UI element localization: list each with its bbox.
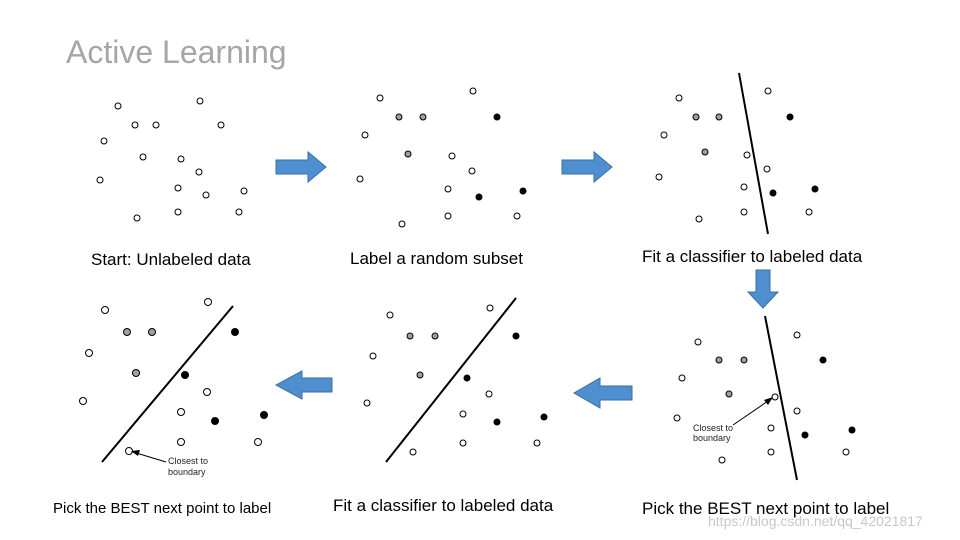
panel-6-pointer-arrow: [732, 398, 772, 426]
panel-5-caption: Fit a classifier to labeled data: [333, 496, 554, 515]
panel-4-pointer-head: [131, 450, 140, 456]
arrow-right-2: [561, 150, 613, 184]
panel-3-caption: Fit a classifier to labeled data: [642, 247, 863, 266]
panel-4-decision-boundary: [101, 305, 234, 463]
panel-4-annotation-line-2: boundary: [168, 467, 206, 477]
panel-3-points: [655, 87, 819, 223]
panel-6-annotation-line-1: Closest to: [693, 423, 733, 433]
panel-4-caption: Pick the BEST next point to label: [53, 500, 272, 517]
page-title: Active Learning: [66, 34, 287, 70]
panel-2-points: [356, 87, 527, 228]
panel-3-decision-boundary: [738, 72, 769, 235]
panel-6-caption: Pick the BEST next point to label: [642, 499, 890, 518]
panel-1-caption: Start: Unlabeled data: [91, 250, 251, 269]
panel-4-points: [79, 298, 268, 455]
arrow-down: [746, 269, 780, 309]
panel-6-annotation-line-2: boundary: [693, 433, 731, 443]
panel-5-decision-boundary: [385, 297, 517, 463]
panel-6-decision-boundary: [764, 315, 798, 481]
arrow-left-1: [572, 377, 633, 409]
panel-1-points: [96, 97, 248, 222]
panel-2-caption: Label a random subset: [350, 249, 523, 268]
watermark: https://blog.csdn.net/qq_42021817: [708, 513, 923, 529]
panel-5-points: [363, 304, 548, 456]
panel-4-annotation-line-1: Closest to: [168, 456, 208, 466]
panel-6-points: [673, 331, 856, 464]
arrow-right-1: [275, 150, 327, 184]
panel-6-pointer-head: [764, 397, 773, 405]
arrow-left-2: [274, 370, 333, 400]
